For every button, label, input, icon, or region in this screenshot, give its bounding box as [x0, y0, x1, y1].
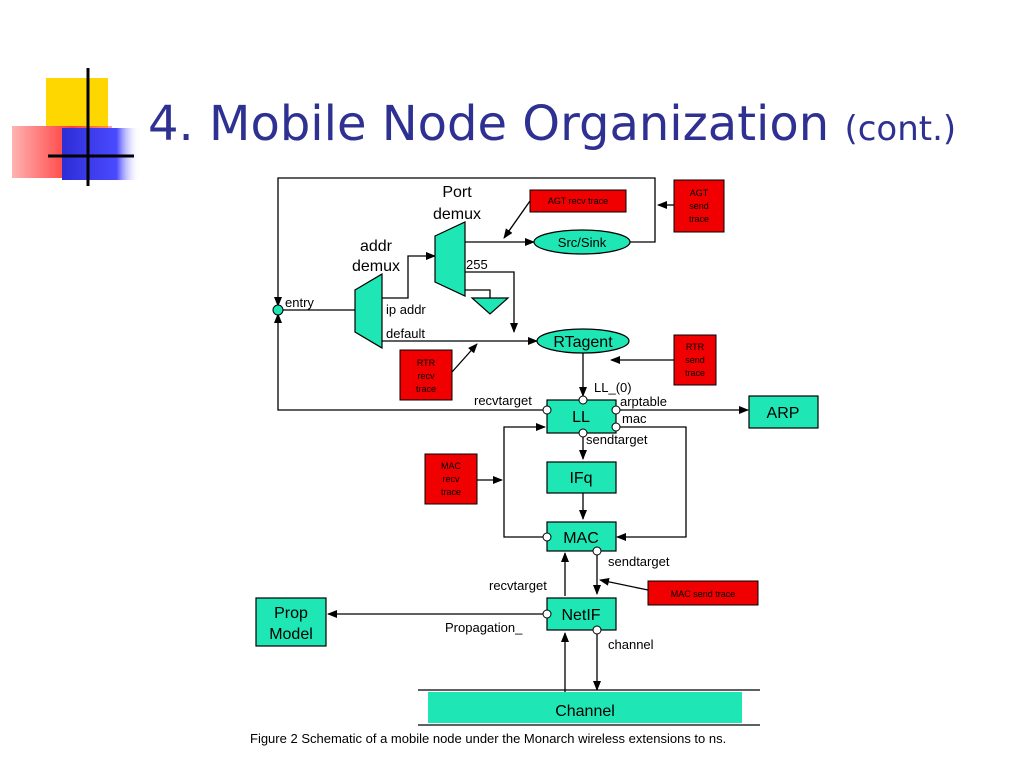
prop-model-label-2: Model — [269, 626, 313, 643]
slide-title: 4. Mobile Node Organization (cont.) — [148, 96, 956, 152]
arptable-label: arptable — [620, 394, 667, 409]
mac-recv-trace-label-2: recv — [442, 474, 460, 484]
agt-send-trace-label-3: trace — [689, 214, 709, 224]
agt-send-trace-label-2: send — [689, 201, 709, 211]
title-suffix: (cont.) — [844, 109, 957, 149]
rtr-recv-trace-label-1: RTR — [417, 358, 436, 368]
entry-label: entry — [285, 295, 314, 310]
agt-send-trace-label-1: AGT — [690, 188, 709, 198]
rtr-recv-trace-label-3: trace — [416, 384, 436, 394]
wire-ll-mac — [616, 426, 687, 541]
rtr-recv-trace-box — [399, 349, 453, 401]
ll0-label: LL_(0) — [594, 380, 632, 395]
ll-recvtarget-port — [542, 405, 552, 415]
wire-mac-ll — [503, 423, 547, 538]
channel-port-label: channel — [608, 637, 654, 652]
ifq-label: IFq — [569, 470, 592, 487]
mac-sendtarget-label: sendtarget — [608, 554, 670, 569]
wire-macsend-arrow — [599, 577, 649, 591]
mac-recvtarget-port — [542, 532, 552, 542]
wire-255-rtagent — [465, 271, 518, 333]
addr-demux-label-2: demux — [352, 258, 400, 275]
netif-channel-port — [592, 625, 602, 635]
wire-agtrecv-arrow — [503, 200, 531, 239]
channel-bar-label: Channel — [555, 703, 615, 720]
mac-recv-trace-label-3: trace — [441, 487, 461, 497]
ll-sendtarget-label: sendtarget — [586, 432, 648, 447]
wire-portdemux-sink — [465, 289, 491, 298]
addr-demux — [354, 272, 383, 350]
ifq-box — [546, 461, 617, 494]
mac-port-label: mac — [622, 411, 647, 426]
entry-port — [272, 304, 284, 316]
addr-demux-label-1: addr — [360, 238, 393, 255]
ll-recvtarget-label: recvtarget — [474, 393, 532, 408]
ll-box — [546, 399, 617, 434]
mac-box-label: MAC — [563, 530, 599, 547]
rtagent-label: RTagent — [553, 334, 613, 351]
wire-rtrrecv-arrow — [451, 343, 478, 373]
wires — [274, 177, 749, 692]
wire-ipaddr-portdemux — [382, 252, 436, 299]
mac-recv-trace-box — [424, 453, 478, 505]
mac-box — [546, 521, 617, 552]
arp-label: ARP — [767, 405, 800, 422]
ll-mac-port — [611, 422, 621, 432]
rtr-send-trace-box — [673, 334, 717, 386]
agt-send-trace-box — [673, 179, 725, 233]
ll-top-port — [578, 395, 588, 405]
logo-yellow-square — [46, 78, 108, 134]
src-sink-label: Src/Sink — [558, 235, 607, 250]
rtr-send-trace-label-2: send — [685, 355, 705, 365]
port-demux-label-1: Port — [442, 184, 472, 201]
ll-sendtarget-port — [578, 428, 588, 438]
ll-label: LL — [572, 409, 590, 426]
mac-recv-trace-label-1: MAC — [441, 461, 462, 471]
rtr-recv-trace-label-2: recv — [417, 371, 435, 381]
src-sink — [533, 229, 631, 255]
netif-label: NetIF — [561, 607, 600, 624]
mac-send-trace-label: MAC send trace — [671, 589, 736, 599]
slide-logo — [12, 68, 140, 186]
ll-arptable-port — [611, 405, 621, 415]
figure-caption: Figure 2 Schematic of a mobile node unde… — [250, 731, 726, 746]
netif-recvtarget-port — [542, 609, 552, 619]
caption-figure: Figure 2 — [250, 731, 298, 746]
port-255-label: 255 — [466, 257, 488, 272]
port-demux-label-2: demux — [433, 206, 481, 223]
rtagent — [536, 328, 630, 354]
mac-sendtarget-port — [592, 546, 602, 556]
logo-blue-bar — [62, 128, 140, 180]
port-demux — [434, 221, 466, 297]
prop-model-box — [255, 597, 327, 647]
netif-recvtarget-label: recvtarget — [489, 578, 547, 593]
agt-recv-trace-label: AGT recv trace — [548, 196, 608, 206]
rtr-send-trace-label-3: trace — [685, 368, 705, 378]
propagation-label: Propagation_ — [445, 620, 523, 635]
default-label: default — [386, 326, 425, 341]
netif-box — [546, 597, 617, 631]
rtr-send-trace-label-1: RTR — [686, 342, 705, 352]
prop-model-label-1: Prop — [274, 605, 308, 622]
title-main: 4. Mobile Node Organization — [148, 96, 830, 152]
ip-addr-label: ip addr — [386, 302, 426, 317]
agt-recv-trace-box — [529, 189, 627, 213]
sink-triangle — [470, 297, 510, 315]
channel-bar — [428, 692, 742, 723]
arp-box — [748, 395, 819, 429]
wire-ll-loop — [274, 313, 547, 411]
wire-srcsink-loop — [274, 177, 656, 307]
mac-send-trace-box — [647, 580, 759, 606]
caption-text: Schematic of a mobile node under the Mon… — [301, 731, 727, 746]
